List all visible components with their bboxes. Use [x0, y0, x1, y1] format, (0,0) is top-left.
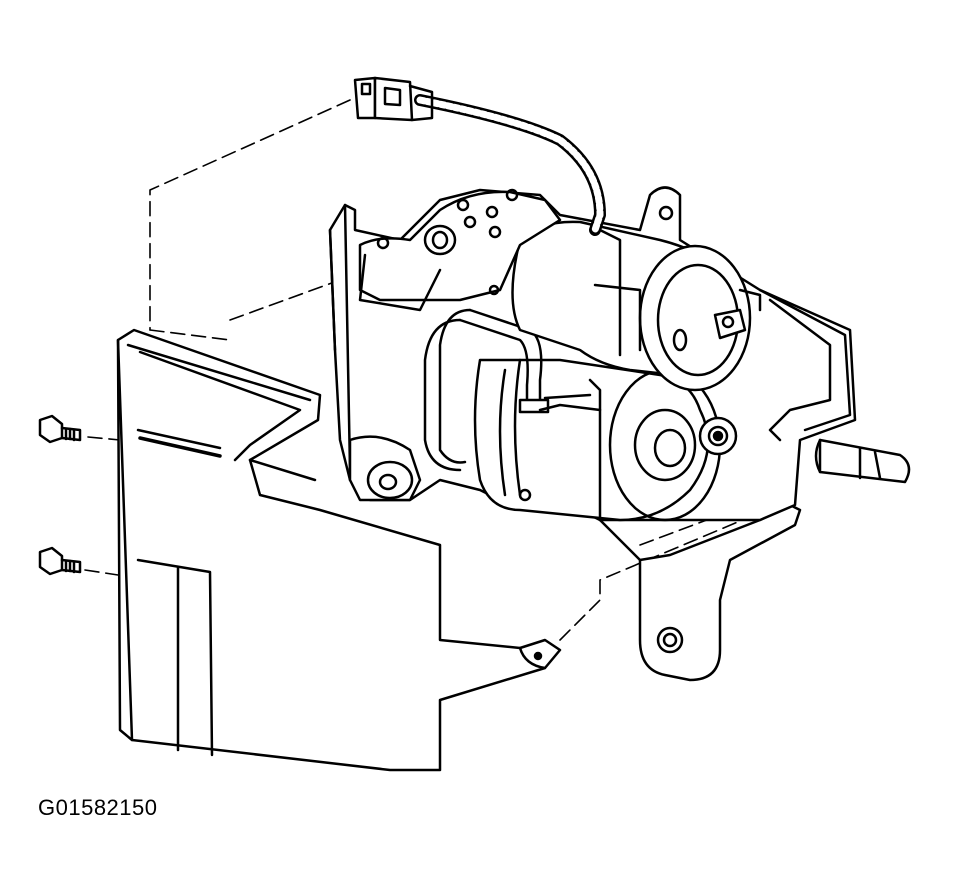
figure-id-label: G01582150	[38, 795, 158, 820]
electrical-connector	[353, 76, 434, 122]
bolt-lower	[38, 546, 82, 576]
wiring-harness	[414, 94, 606, 236]
leader-lines	[84, 99, 791, 641]
mounting-bracket	[116, 328, 562, 772]
output-shaft	[814, 438, 911, 484]
bolt-upper	[38, 414, 82, 444]
valve-head	[358, 188, 562, 312]
fitting	[698, 416, 738, 456]
motor-upper	[511, 220, 762, 392]
mount-bushing	[348, 435, 532, 502]
